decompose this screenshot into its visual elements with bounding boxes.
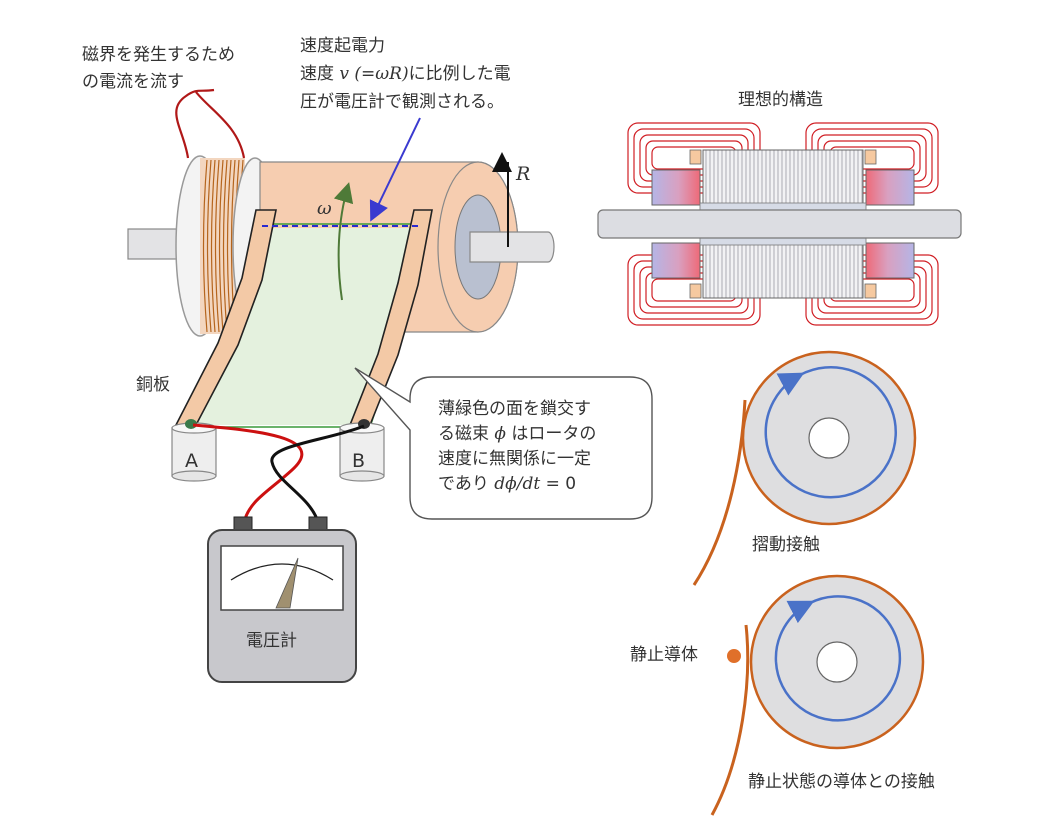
callout-text: 薄緑色の面を鎖交す る磁束 ϕ はロータの 速度に無関係に一定 であり dϕ/d… — [438, 397, 643, 497]
coil-label-line1: 磁界を発生するため — [82, 45, 235, 65]
sliding-contact-strip — [692, 399, 747, 586]
callout-line2: る磁束 ϕ はロータの — [438, 424, 597, 444]
emf-pointer-arrow — [369, 117, 421, 222]
emf-line3: 圧が電圧計で観測される。 — [300, 92, 504, 112]
coil-label-line2: の電流を流す — [82, 72, 184, 92]
coil-lead-wire-2 — [195, 91, 246, 159]
terminal-a-label: A — [185, 450, 198, 472]
static-conductor-dot — [727, 649, 741, 663]
ideal-structure-label: 理想的構造 — [738, 90, 823, 110]
callout-line1: 薄緑色の面を鎖交す — [438, 399, 591, 419]
wire-black — [270, 424, 365, 523]
voltmeter — [207, 516, 357, 683]
voltmeter-label: 電圧計 — [246, 631, 297, 651]
sliding-contact-label: 摺動接触 — [752, 535, 820, 555]
emf-title: 速度起電力 — [300, 36, 385, 56]
emf-line2: 速度 v (=ωR)に比例した電 — [300, 64, 511, 84]
static-contact-diagram — [710, 574, 925, 816]
callout-bubble — [354, 367, 653, 520]
radius-label: R — [516, 163, 531, 185]
static-contact-label: 静止状態の導体との接触 — [748, 772, 935, 792]
terminal-b-label: B — [352, 450, 366, 472]
ideal-structure — [597, 122, 962, 326]
shaft-right — [469, 231, 555, 263]
static-conductor-label: 静止導体 — [630, 645, 698, 665]
static-conductor-strip — [710, 624, 750, 816]
copper-plate-label: 銅板 — [136, 375, 170, 395]
coil-lead-wire — [175, 88, 215, 159]
sliding-contact-diagram — [692, 350, 917, 586]
terminal-a — [171, 419, 217, 482]
omega-label: ω — [317, 198, 332, 219]
terminal-b — [339, 419, 385, 482]
callout-line3: 速度に無関係に一定 — [438, 449, 591, 469]
omega-arrow — [333, 182, 354, 301]
wire-red — [192, 423, 304, 523]
callout-line4: であり dϕ/dt = 0 — [438, 474, 577, 494]
